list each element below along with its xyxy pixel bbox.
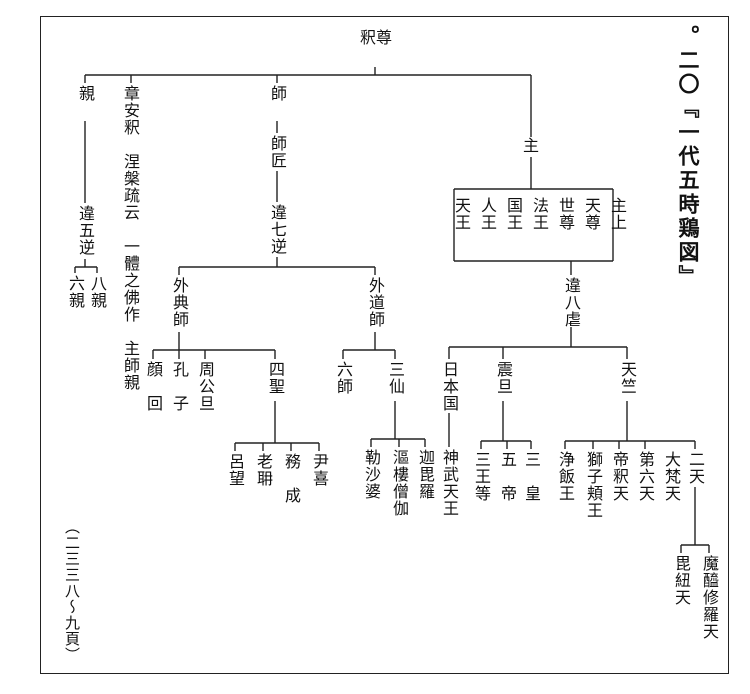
root-node: 釈尊 <box>359 28 392 47</box>
node-hoo: 法王 <box>530 197 549 231</box>
node-ryobo: 呂望 <box>226 453 245 487</box>
node-shi: 師 <box>268 85 287 102</box>
node-kokuo: 国王 <box>504 197 523 231</box>
node-shisei: 四聖 <box>266 361 285 395</box>
node-daibon: 大梵天 <box>662 451 681 502</box>
node-shichigyaku: 違七逆 <box>268 204 287 255</box>
node-inki: 尹喜 <box>310 453 329 487</box>
node-jobon: 浄飯王 <box>556 451 575 502</box>
node-gotei: 五 帝 <box>498 451 517 502</box>
node-jinno: 人王 <box>478 197 497 231</box>
node-ourou: 漚樓僧伽 <box>390 449 409 517</box>
node-jinmu: 神武天王 <box>440 449 459 517</box>
node-hasshin: 八親 <box>88 275 107 309</box>
node-tenjiku: 天竺 <box>618 361 637 395</box>
node-shujo: 主上 <box>608 197 627 231</box>
node-seson: 世尊 <box>556 197 575 231</box>
node-roku-shaba: 勒沙婆 <box>362 449 381 500</box>
node-museki: 務 成 <box>282 453 301 504</box>
node-shisho: 師匠 <box>268 135 287 169</box>
node-tenno: 天王 <box>452 197 471 231</box>
diagram-title: 。二〇『一代五時鶏図』 <box>676 25 701 289</box>
node-bichu: 毘紐天 <box>672 555 691 606</box>
node-kabira: 迦毘羅 <box>416 449 435 500</box>
node-shin: 親 <box>76 85 95 102</box>
node-hakko: 違八虐 <box>562 277 581 328</box>
node-sansen: 三仙 <box>386 361 405 395</box>
node-gedenshi: 外典師 <box>170 277 189 328</box>
node-gogyaku: 違五逆 <box>76 205 95 256</box>
node-koshi: 孔 子 <box>170 361 189 412</box>
node-sanno: 三王等 <box>472 451 491 502</box>
node-shukotan: 周公旦 <box>196 361 215 412</box>
connector-lines <box>74 67 710 553</box>
node-nihonkoku: 日本国 <box>440 361 459 412</box>
node-shintan: 震旦 <box>494 361 513 395</box>
node-shu: 主 <box>523 136 540 155</box>
node-niten: 二天 <box>686 451 705 485</box>
node-rokushi: 六師 <box>334 361 353 395</box>
node-rokushin: 六親 <box>66 275 85 309</box>
node-rotan: 老耼 <box>254 453 273 487</box>
node-dairoku: 第六天 <box>636 451 655 502</box>
diagram-frame: 。二〇『一代五時鶏図』 釈尊 親 違五逆 六親 八親 章安釈 涅槃疏云 一體之佛… <box>40 16 729 674</box>
node-shishihyo: 獅子頬王 <box>584 451 603 519</box>
node-sanko: 三 皇 <box>522 451 541 502</box>
node-gan-kai: 顔 回 <box>144 361 163 412</box>
node-makei: 魔醯修羅天 <box>700 555 719 640</box>
page-reference: （二三三八〜九頁） <box>63 519 81 663</box>
node-tenson: 天尊 <box>582 197 601 231</box>
note-shoan: 章安釈 涅槃疏云 一體之佛作 主師親 <box>121 85 140 391</box>
node-gedoshi: 外道師 <box>366 277 385 328</box>
node-taishaku: 帝釈天 <box>610 451 629 502</box>
